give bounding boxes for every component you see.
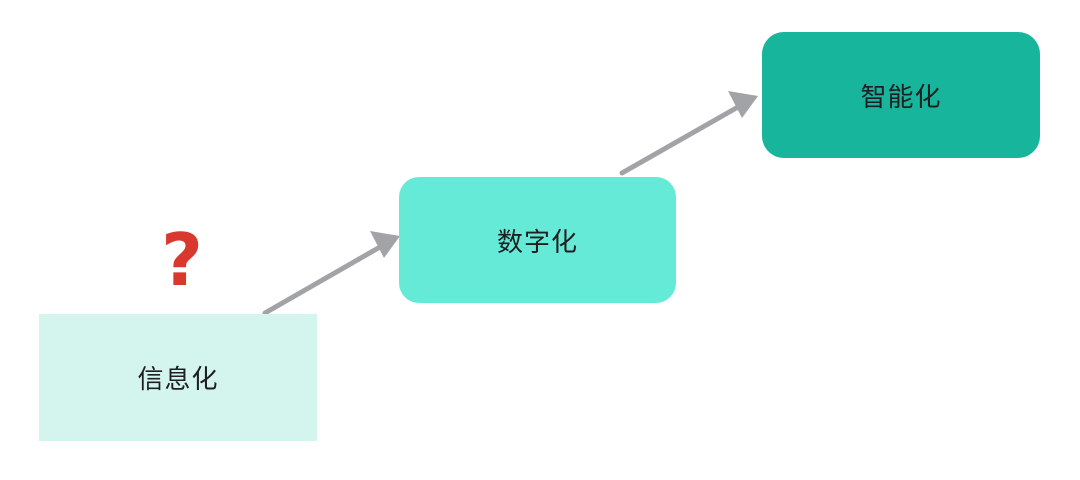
node-informatization-label: 信息化 [137,365,219,395]
arrow-2-to-3-head [728,91,758,118]
arrow-2-to-3-shaft [619,104,741,176]
node-digitalization-label: 数字化 [496,227,578,258]
arrow-1-to-2-shaft [262,244,383,316]
arrow-1-to-2-head [370,231,400,258]
node-intelligentization: 智能化 [762,32,1040,158]
node-informatization: 信息化 [39,314,317,441]
question-mark-icon: ? [161,218,203,302]
arrow-2-to-3 [619,91,758,176]
node-intelligentization-label: 智能化 [860,82,942,113]
node-digitalization: 数字化 [399,177,676,303]
arrow-1-to-2 [262,231,400,316]
